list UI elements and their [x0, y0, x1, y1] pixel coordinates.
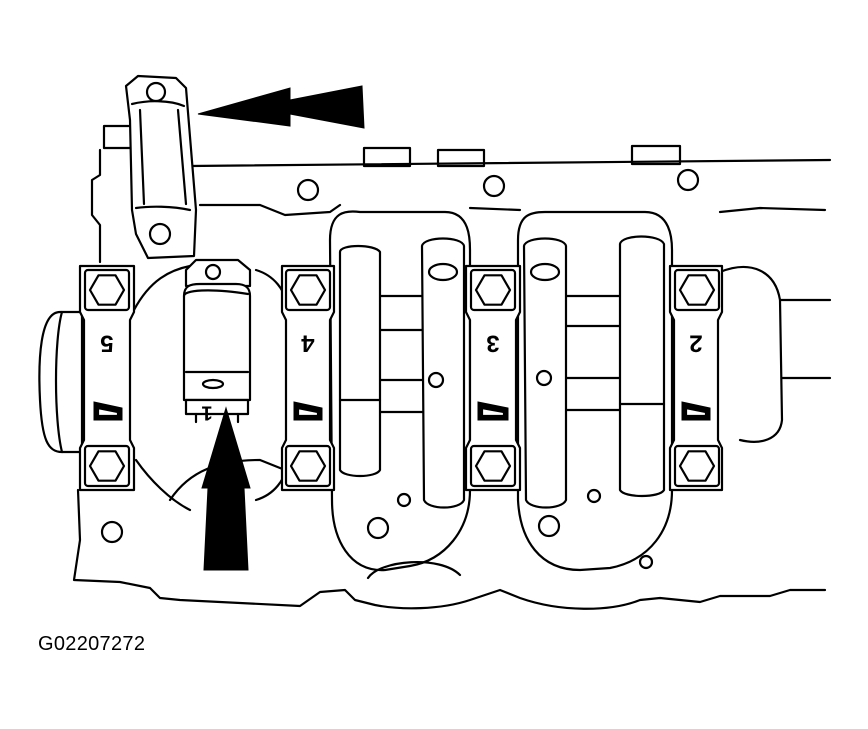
journal-1-bearing: 1: [182, 258, 252, 424]
arrow-vertical: [201, 406, 251, 571]
bearing-cap-5: [78, 264, 136, 492]
hex-bolt: [469, 444, 517, 488]
hex-bolt: [673, 268, 721, 312]
figure-code: G02207272: [38, 633, 146, 655]
bearing-cap-3: [464, 264, 522, 492]
arrow-horizontal: [197, 85, 365, 129]
hex-bolt: [83, 444, 131, 488]
bearing-cap-2: [668, 264, 724, 492]
hex-bolt: [673, 444, 721, 488]
cap-number-4: 4: [301, 330, 315, 357]
hex-bolt: [284, 444, 332, 488]
block-holes: [100, 168, 700, 570]
cap-number-3: 3: [486, 330, 499, 357]
hex-bolt: [284, 268, 332, 312]
cap-number-2: 2: [689, 330, 702, 357]
removed-bearing-cap: [124, 74, 198, 260]
hex-bolt: [469, 268, 517, 312]
hex-bolt: [83, 268, 131, 312]
cap-number-1: 1: [201, 402, 212, 424]
cap-bolts: [83, 268, 721, 488]
engine-block-outline: [72, 148, 832, 610]
main-bearing-caps: [78, 264, 724, 492]
cap-number-5: 5: [100, 330, 113, 357]
bearing-cap-4: [280, 264, 336, 492]
